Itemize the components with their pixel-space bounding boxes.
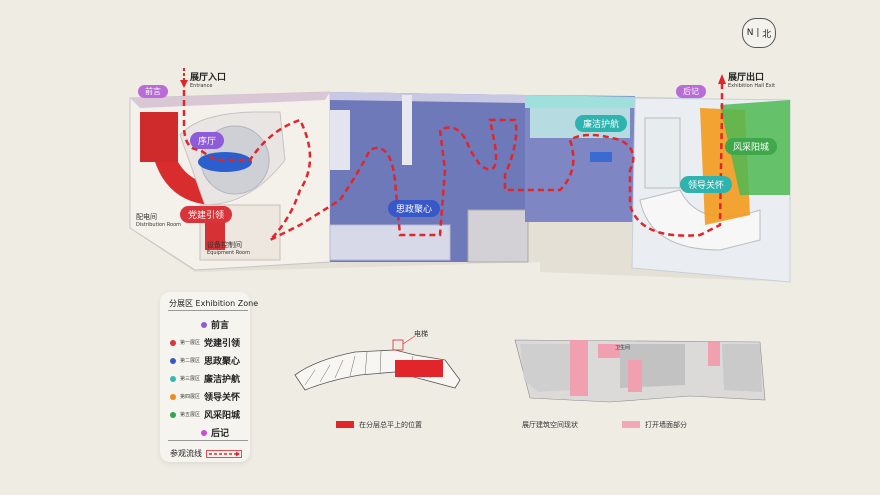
exit-label: 展厅出口 [728,73,765,83]
entrance-arrow [180,80,188,88]
party-red-panel [140,112,178,162]
entrance-label-group: 展厅入口 Entrance [190,70,226,89]
legend-row-6: 后记 [170,426,229,439]
wall-caption: 打开墙面部分 [645,421,687,429]
legend-row-1: 第一展区 党建引领 [170,336,240,349]
legend-flow-label: 参观流线 [170,449,202,458]
wall-open-c [628,360,642,392]
visit-route [182,80,724,242]
legend-flow-icon [206,449,242,458]
ideology-core-a [402,95,412,165]
foyer-blue-drum [198,152,252,172]
legend-name-3: 廉洁护航 [204,375,241,385]
exit-label-group: 展厅出口 Exhibition Hall Exit [728,70,775,89]
floor-caption: 在分层总平上的位置 [359,421,422,429]
compass-n: N [746,28,754,38]
legend-dot-2 [170,357,176,364]
legend-dot-3 [170,375,176,382]
legend-row-4: 第四展区 领导关怀 [170,390,240,403]
wall-open-b [598,344,620,358]
exit-arrow [718,74,726,84]
entrance-sub: Entrance [190,83,213,89]
floor-caption-swatch [336,421,354,428]
exhibition-location [395,360,443,377]
preface-tag: 前言 [138,85,168,98]
leader-display-wall [644,117,681,189]
legend-flow-row: 参观流线 [170,448,242,459]
ideology-box-c [467,209,529,263]
afterword-tag: 后记 [676,85,706,98]
distribution-en: Distribution Room [136,222,181,228]
legend-row-5: 第五展区 风采阳城 [170,408,240,421]
legend-row-2: 第二展区 思政聚心 [170,354,240,367]
compass-bei: 北 [762,29,772,40]
equipment-cn: 设备控制间 [207,241,242,249]
floor-location-plan [294,335,461,391]
exit-sub: Exhibition Hall Exit [728,83,776,89]
legend-no-5: 第五展区 [180,412,201,418]
style-label: 风采阳城 [725,138,778,155]
wall-open-a [570,340,588,396]
legend-no-1: 第一展区 [180,340,201,346]
legend-no-2: 第二展区 [180,358,201,364]
leader-label: 领导关怀 [680,176,733,193]
ideology-room-b [329,224,451,261]
legend-divider [168,310,248,311]
building-right [722,344,762,392]
ideology-pillar [330,110,350,170]
integrity-label: 廉洁护航 [575,115,628,132]
legend-row-0: 前言 [170,318,229,331]
legend-no-4: 第四展区 [180,394,201,400]
legend-no-3: 第三展区 [180,376,201,382]
legend-name-2: 思政聚心 [204,357,241,367]
wall-open-d [708,342,720,366]
legend-dot-0 [201,321,207,328]
ideology-label: 思政聚心 [388,200,441,217]
legend-dot-6 [201,429,207,436]
legend-divider-2 [168,440,248,441]
compass: N | 北 [742,18,776,48]
legend-name-0: 前言 [211,321,230,331]
party-label: 党建引领 [180,206,233,223]
elevator-label: 电梯 [414,330,428,338]
legend-row-3: 第三展区 廉洁护航 [170,372,240,385]
building-left-room [520,344,570,392]
legend-name-1: 党建引领 [204,339,241,349]
legend-dot-1 [170,339,176,346]
legend-dot-4 [170,393,176,400]
ideology-zone-wall [330,92,525,103]
wall-caption-swatch [622,421,640,428]
equipment-en: Equipment Room [207,250,250,256]
building-caption: 展厅建筑空间现状 [522,421,578,429]
building-existing-model [514,339,766,403]
entrance-label: 展厅入口 [190,73,227,83]
elevator-box [392,339,404,351]
legend-name-5: 风采阳城 [204,411,241,421]
room-tag: 卫生间 [615,345,631,351]
party-zone-wall [130,92,330,108]
legend-title: 分展区 Exhibition Zone [169,299,259,308]
foyer-label: 序厅 [190,132,225,149]
distribution-cn: 配电间 [136,213,157,221]
integrity-screen [590,152,612,162]
legend-dot-5 [170,411,176,418]
legend-name-6: 后记 [211,429,230,439]
legend-name-4: 领导关怀 [204,393,241,403]
